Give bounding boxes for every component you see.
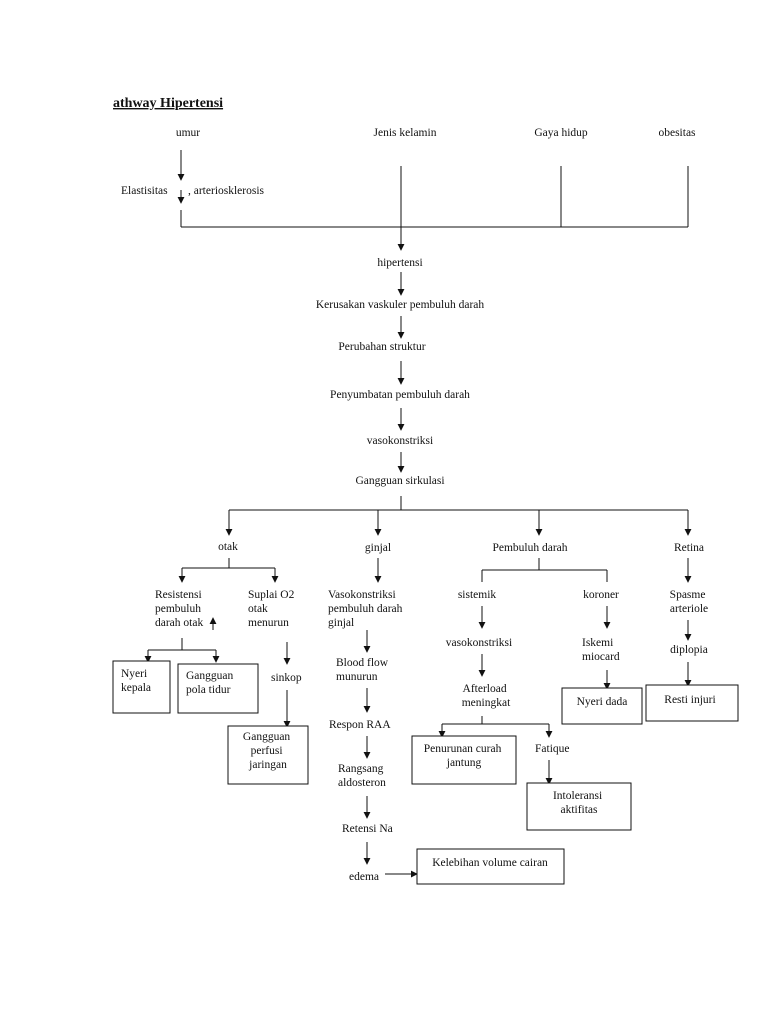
box-penurunan-curah bbox=[411, 735, 517, 785]
node-hipertensi: hipertensi bbox=[377, 257, 422, 269]
node-resti-injuri: Resti injuri bbox=[664, 694, 715, 706]
node-obesitas: obesitas bbox=[658, 127, 696, 139]
node-fatique: Fatique bbox=[535, 743, 570, 755]
node-penurunan-curah: Penurunan curah jantung bbox=[424, 743, 504, 769]
node-ginjal: ginjal bbox=[365, 542, 391, 554]
node-sinkop: sinkop bbox=[271, 672, 302, 684]
node-kerusakan: Kerusakan vaskuler pembuluh darah bbox=[316, 299, 485, 311]
node-elastisitas: Elastisitas bbox=[121, 185, 168, 197]
box-kelebihan-volume bbox=[416, 848, 565, 885]
node-respon-raa: Respon RAA bbox=[329, 719, 391, 731]
node-resistensi: Resistensi pembuluh darah otak bbox=[155, 589, 205, 629]
node-kelebihan-volume: Kelebihan volume cairan bbox=[432, 857, 548, 869]
node-vasokonstriksi: vasokonstriksi bbox=[367, 435, 433, 447]
box-intoleransi bbox=[526, 782, 632, 831]
box-nyeri-kepala bbox=[112, 660, 171, 714]
box-gangguan-pola-tidur bbox=[177, 663, 259, 714]
node-vasokonstriksi-sistemik: vasokonstriksi bbox=[446, 637, 512, 649]
node-intoleransi: Intoleransi aktifitas bbox=[553, 790, 605, 816]
node-afterload: Afterload meningkat bbox=[462, 683, 511, 709]
node-umur: umur bbox=[176, 127, 200, 139]
node-penyumbatan: Penyumbatan pembuluh darah bbox=[330, 389, 470, 401]
node-koroner: koroner bbox=[583, 589, 619, 601]
node-jenis-kelamin: Jenis kelamin bbox=[374, 127, 437, 139]
node-nyeri-dada: Nyeri dada bbox=[577, 696, 628, 708]
box-gangguan-perfusi bbox=[227, 725, 309, 785]
node-diplopia: diplopia bbox=[670, 644, 708, 656]
node-arteriosklerosis: , arteriosklerosis bbox=[188, 185, 265, 197]
node-pembuluh-darah: Pembuluh darah bbox=[492, 542, 567, 554]
box-nyeri-dada bbox=[561, 687, 643, 725]
node-gaya-hidup: Gaya hidup bbox=[534, 127, 588, 139]
node-spasme: Spasme arteriole bbox=[670, 589, 709, 615]
node-edema: edema bbox=[349, 871, 379, 883]
node-retina: Retina bbox=[674, 542, 704, 554]
node-gangguan-pola-tidur: Gangguan pola tidur bbox=[186, 670, 236, 696]
box-resti-injuri bbox=[645, 684, 739, 722]
node-otak: otak bbox=[218, 541, 238, 553]
diagram-title: athway Hipertensi bbox=[113, 96, 223, 111]
node-rangsang: Rangsang aldosteron bbox=[338, 763, 386, 789]
node-suplai-o2: Suplai O2 otak menurun bbox=[248, 589, 297, 629]
node-gangguan-sirkulasi: Gangguan sirkulasi bbox=[355, 475, 444, 487]
node-vasokonstriksi-ginjal: Vasokonstriksi pembuluh darah ginjal bbox=[328, 589, 405, 629]
node-blood-flow: Blood flow munurun bbox=[336, 657, 391, 683]
node-iskemi: Iskemi miocard bbox=[582, 637, 620, 663]
node-perubahan-struktur: Perubahan struktur bbox=[338, 341, 425, 353]
node-nyeri-kepala: Nyeri kepala bbox=[121, 668, 151, 694]
node-sistemik: sistemik bbox=[458, 589, 497, 601]
node-gangguan-perfusi: Gangguan perfusi jaringan bbox=[243, 731, 293, 771]
node-retensi-na: Retensi Na bbox=[342, 823, 393, 835]
